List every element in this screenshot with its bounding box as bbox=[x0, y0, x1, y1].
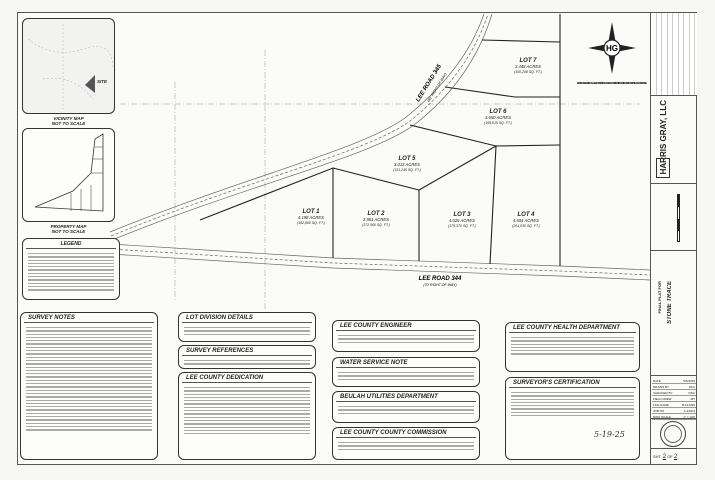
health-department-panel: LEE COUNTY HEALTH DEPARTMENT bbox=[505, 322, 640, 372]
sheet-number-block: SHT. 2 OF 2 bbox=[650, 448, 697, 465]
road-344-label: LEE ROAD 344 bbox=[419, 276, 462, 282]
lot-acres: 4.198 ACRES bbox=[298, 215, 324, 220]
site-marker bbox=[85, 75, 95, 93]
lot-acres: 4.026 ACRES bbox=[449, 218, 475, 223]
north-arrow-icon: HG bbox=[588, 22, 636, 74]
lot-name: LOT 2 bbox=[367, 211, 385, 217]
project-name: STONE TRACE bbox=[667, 281, 673, 324]
site-label: SITE bbox=[97, 79, 108, 84]
vicinity-map: SITE bbox=[22, 18, 115, 114]
lot-acres: 3.448 ACRES bbox=[515, 64, 541, 69]
lot-name: LOT 5 bbox=[398, 156, 416, 162]
lot-sqft: (150,208 SQ. FT.) bbox=[514, 70, 542, 74]
county-commission-panel: LEE COUNTY COUNTY COMMISSION bbox=[332, 427, 480, 460]
lot-name: LOT 6 bbox=[489, 109, 507, 115]
road-344-row: (70' RIGHT-OF-WAY) bbox=[423, 283, 456, 287]
lot-division-panel: LOT DIVISION DETAILS bbox=[178, 312, 316, 342]
lot-name: LOT 3 bbox=[453, 212, 471, 218]
county-engineer-panel: LEE COUNTY ENGINEER bbox=[332, 320, 480, 352]
final-plat-label: FINAL PLAT FOR bbox=[657, 281, 662, 314]
revision-block bbox=[650, 12, 697, 95]
sheet-total: 2 bbox=[673, 454, 678, 460]
survey-references-panel: SURVEY REFERENCES bbox=[178, 345, 316, 369]
lot-sqft: (204,030 SQ. FT.) bbox=[512, 224, 540, 228]
company-block: HARRIS GRAY, LLC HG bbox=[650, 95, 697, 183]
property-map bbox=[22, 128, 115, 222]
project-title-block: FINAL PLAT FOR STONE TRACE bbox=[650, 250, 697, 375]
lot-acres: 4.694 ACRES bbox=[513, 218, 539, 223]
legend: LEGEND bbox=[22, 238, 120, 300]
beulah-utilities-panel: BEULAH UTILITIES DEPARTMENT bbox=[332, 391, 480, 423]
surveyor-seal bbox=[660, 421, 686, 447]
lot-sqft: (175,370 SQ. FT.) bbox=[448, 224, 476, 228]
water-service-panel: WATER SERVICE NOTE bbox=[332, 357, 480, 387]
road-344 bbox=[109, 243, 651, 281]
road-345 bbox=[109, 13, 493, 241]
lot-sqft: (182,860 SQ. FT.) bbox=[297, 221, 325, 225]
lot-lines bbox=[199, 14, 561, 266]
lot-sqft: (172,560 SQ. FT.) bbox=[362, 223, 390, 227]
company-logo: HG bbox=[656, 158, 670, 178]
seal-block bbox=[650, 418, 697, 448]
lot-acres: 3.650 ACRES bbox=[485, 115, 511, 120]
lot-sqft: (131,245 SQ. FT.) bbox=[393, 168, 421, 172]
surveyor-certification-panel: SURVEYOR'S CERTIFICATION 5-19-25 bbox=[505, 377, 640, 460]
survey-notes-panel: SURVEY NOTES bbox=[20, 312, 158, 460]
basis-of-bearing: BASIS OF BEARING ALABAMA STATE PLANE COO… bbox=[577, 81, 647, 85]
scale-block bbox=[650, 183, 697, 250]
svg-text:HG: HG bbox=[606, 44, 618, 53]
graphic-scale bbox=[677, 194, 680, 242]
lot-sqft: (159,015 SQ. FT.) bbox=[484, 121, 512, 125]
lot-name: LOT 4 bbox=[517, 212, 535, 218]
lot-name: LOT 1 bbox=[302, 209, 320, 215]
lot-name: LOT 7 bbox=[519, 58, 537, 64]
lot-acres: 3.961 ACRES bbox=[363, 217, 389, 222]
lot-acres: 3.013 ACRES bbox=[394, 162, 420, 167]
dedication-panel: LEE COUNTY DEDICATION bbox=[178, 372, 316, 460]
sheet-number: 2 bbox=[662, 454, 667, 460]
surveyor-signature-date: 5-19-25 bbox=[594, 430, 625, 439]
